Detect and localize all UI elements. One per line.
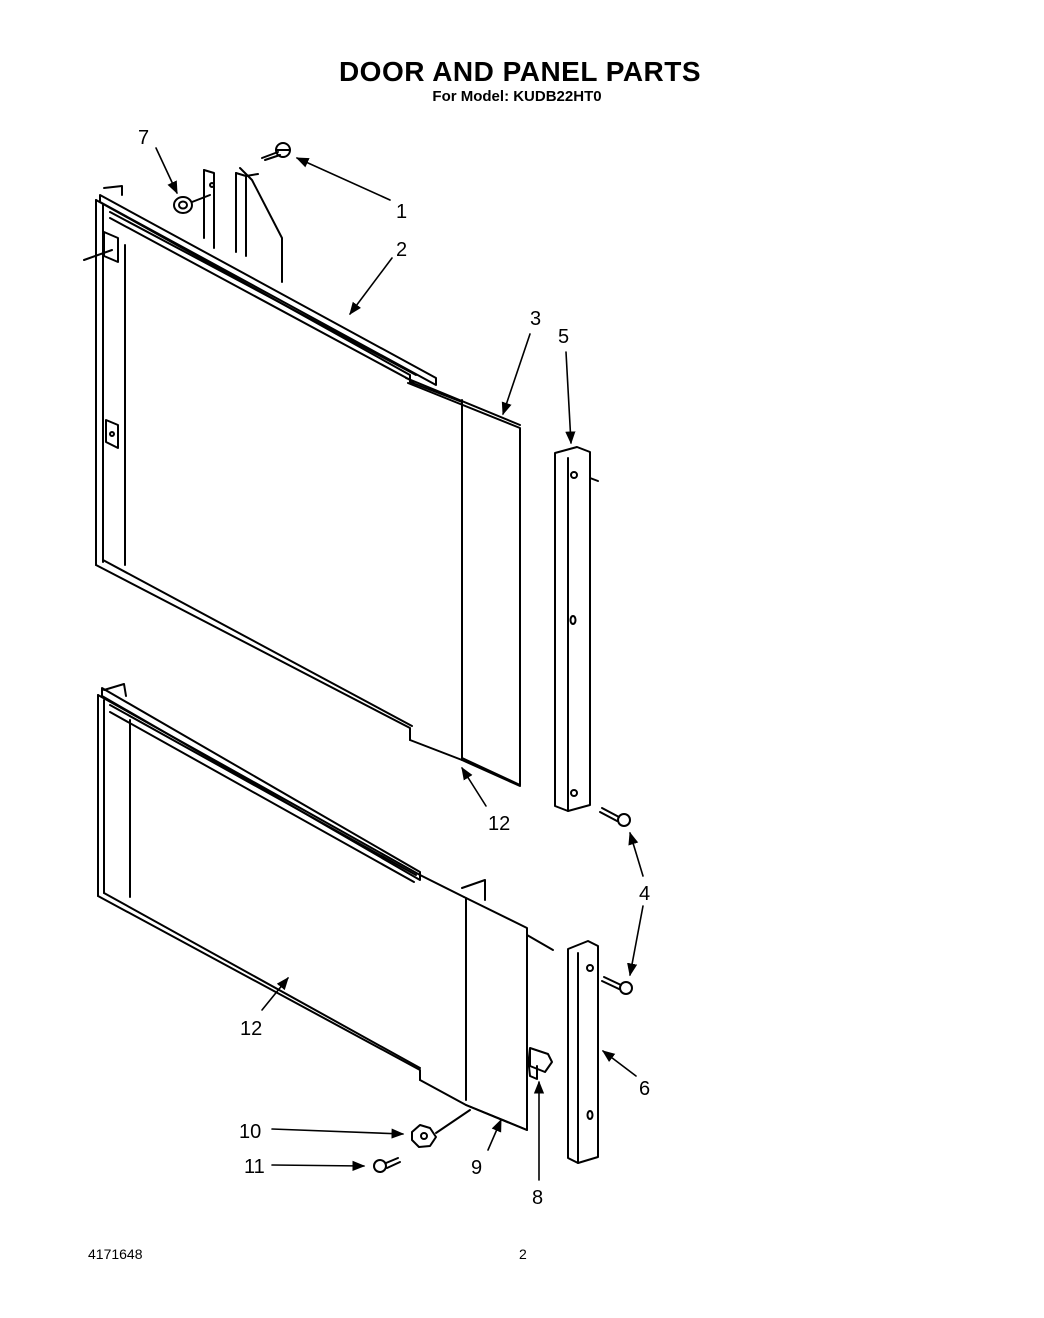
right-side-trim-upper [554, 446, 599, 812]
document-number: 4171648 [88, 1246, 143, 1262]
callout-1: 1 [396, 201, 407, 223]
callout-9: 9 [471, 1157, 482, 1179]
screw-part-4-upper [599, 807, 631, 827]
upper-door-panel [83, 167, 521, 787]
bumper-part-7 [173, 194, 211, 214]
screw-part-4-lower [601, 976, 633, 995]
callout-12-upper: 12 [488, 813, 510, 835]
callout-8: 8 [532, 1187, 543, 1209]
model-subtitle: For Model: KUDB22HT0 [432, 88, 602, 105]
leader-lines [155, 147, 644, 1181]
callout-11: 11 [244, 1156, 265, 1178]
right-side-trim-lower [567, 940, 599, 1164]
callout-6: 6 [639, 1078, 650, 1100]
page-title: DOOR AND PANEL PARTS [338, 56, 702, 87]
screw-part-11 [373, 1157, 401, 1173]
callout-labels: 1 2 3 5 7 12 4 6 12 10 11 9 8 [138, 127, 650, 1209]
nut-part-10 [411, 1109, 471, 1148]
callout-5: 5 [558, 326, 569, 348]
callout-4: 4 [639, 883, 650, 905]
callout-10: 10 [239, 1121, 261, 1143]
callout-12-lower: 12 [240, 1018, 262, 1040]
callout-2: 2 [396, 239, 407, 261]
lower-door-panel [97, 683, 554, 1131]
callout-3: 3 [530, 308, 541, 330]
callout-7: 7 [138, 127, 149, 149]
page-number: 2 [519, 1246, 527, 1262]
screw-part-1 [261, 142, 291, 161]
